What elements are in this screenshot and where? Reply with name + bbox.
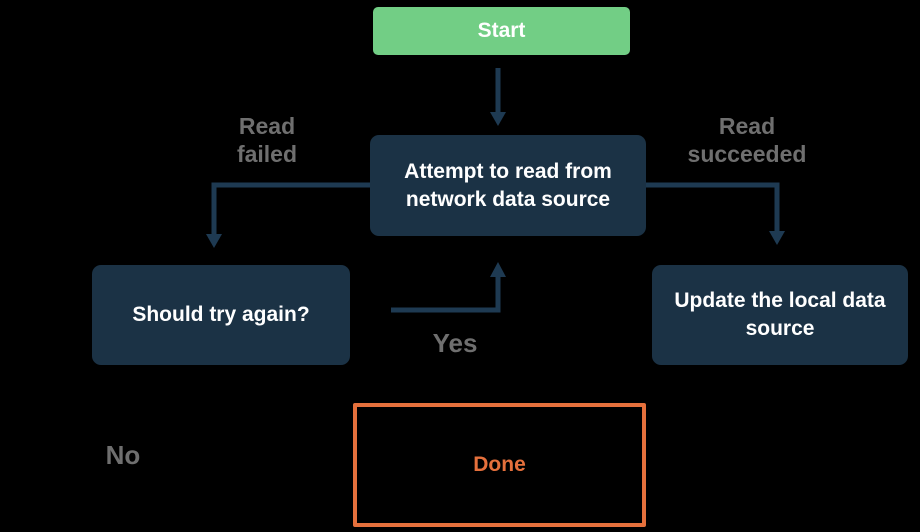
edge-label-no: No — [105, 440, 141, 470]
node-update-local-data-label: Update the local data source — [674, 289, 886, 340]
node-should-try-again: Should try again? — [92, 265, 350, 365]
node-update-local-data: Update the local data source — [652, 265, 908, 365]
edge-label-read-failed: Read failed — [236, 113, 298, 168]
edge-label-read-succeeded: Read succeeded — [687, 113, 807, 168]
node-attempt-read-label: Attempt to read from network data source — [404, 159, 612, 211]
arrow-start-to-attempt — [490, 68, 506, 126]
arrow-retry-to-attempt — [391, 262, 506, 313]
node-should-try-again-label: Should try again? — [132, 303, 310, 327]
node-start-label: Start — [477, 19, 526, 43]
arrow-attempt-to-update — [646, 182, 785, 245]
node-start: Start — [373, 7, 630, 55]
node-done-label: Done — [473, 453, 526, 477]
edge-label-yes: Yes — [432, 328, 478, 358]
node-attempt-read: Attempt to read from network data source — [370, 135, 646, 236]
arrow-attempt-to-retry — [206, 182, 372, 248]
node-done: Done — [353, 403, 646, 527]
